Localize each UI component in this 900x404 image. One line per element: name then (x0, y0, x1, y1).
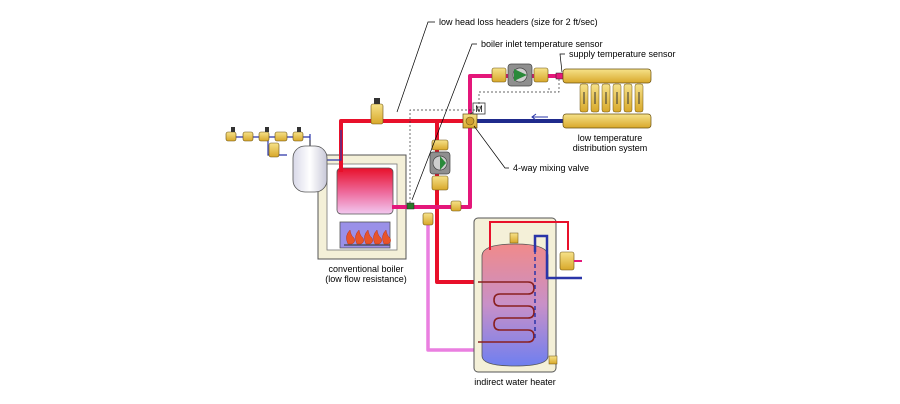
supply-sensor (555, 72, 564, 80)
headers-label: low head loss headers (size for 2 ft/sec… (439, 17, 598, 27)
boiler-return-pipe (392, 121, 472, 209)
valve-motor-actuator: M (469, 102, 486, 115)
supply-sensor-label: supply temperature sensor (569, 49, 676, 59)
control-wire (409, 79, 560, 203)
burner-flames (346, 229, 391, 245)
makeup-water-valves (225, 103, 384, 158)
distribution-label-line1: low temperature (578, 133, 643, 143)
supply-manifold (562, 68, 652, 84)
mixing-valve-label: 4-way mixing valve (513, 163, 589, 173)
dhw-cold-inlet-pipe (533, 234, 582, 280)
motor-label: M (475, 104, 483, 114)
heat-exchanger-coil (478, 281, 535, 343)
boiler-circulator (429, 151, 451, 175)
boiler-inlet-sensor (406, 202, 415, 210)
hot-pipe-to-water-heater (435, 121, 474, 284)
dhw-mixing-valve (559, 251, 575, 271)
boiler-label-line1: conventional boiler (328, 264, 403, 274)
callout-leaders (396, 21, 565, 201)
return-flow-arrow (531, 113, 548, 121)
four-way-mixing-valve (462, 113, 478, 129)
inlet-sensor-label: boiler inlet temperature sensor (481, 39, 603, 49)
distribution-circulator (491, 63, 549, 87)
dhw-hot-outlet-pipe (489, 221, 569, 250)
water-heater-label: indirect water heater (474, 377, 556, 387)
return-manifold (562, 113, 652, 129)
conventional-boiler (317, 154, 407, 260)
distribution-label-line2: distribution system (573, 143, 648, 153)
expansion-tank (292, 140, 328, 193)
manifold-loop-connections (579, 83, 644, 113)
boiler-check-valves (422, 139, 462, 226)
boiler-label-line2: (low flow resistance) (325, 274, 407, 284)
water-heater-return-pipe (426, 222, 474, 352)
indirect-water-heater (473, 217, 558, 373)
